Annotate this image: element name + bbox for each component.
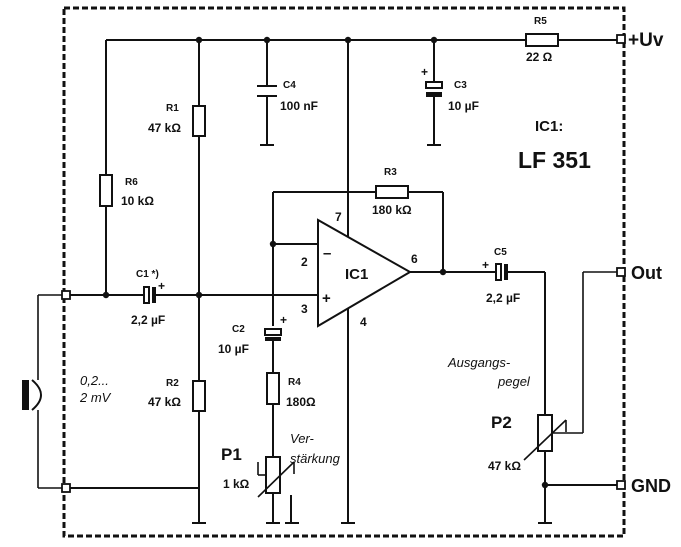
c5-name: C5 bbox=[494, 247, 507, 258]
resistor-r3 bbox=[375, 185, 409, 199]
pin-7-label: 7 bbox=[335, 210, 342, 224]
r4-name: R4 bbox=[288, 377, 301, 388]
resistor-r5 bbox=[525, 33, 559, 47]
c5-polarity: + bbox=[482, 258, 489, 272]
terminal-supply-label: +Uv bbox=[628, 30, 664, 51]
r1-value: 47 kΩ bbox=[148, 121, 181, 135]
capacitor-c3 bbox=[425, 81, 443, 97]
c1-name: C1 *) bbox=[136, 269, 159, 280]
opamp-minus-sign: – bbox=[323, 245, 331, 262]
terminal-markers bbox=[61, 34, 626, 493]
r2-value: 47 kΩ bbox=[148, 395, 181, 409]
resistor-r6 bbox=[99, 174, 113, 207]
resistor-r1 bbox=[192, 105, 206, 137]
resistor-r2 bbox=[192, 380, 206, 412]
pin-6-label: 6 bbox=[411, 252, 418, 266]
r1-name: R1 bbox=[166, 103, 179, 114]
p2-note-line2: pegel bbox=[497, 374, 531, 389]
terminal-out-label: Out bbox=[631, 263, 662, 283]
ground-symbols bbox=[192, 144, 552, 524]
c3-polarity: + bbox=[421, 65, 428, 79]
r2-name: R2 bbox=[166, 378, 179, 389]
p2-name: P2 bbox=[491, 413, 512, 432]
opamp-plus-sign: + bbox=[322, 290, 331, 307]
c2-name: C2 bbox=[232, 324, 245, 335]
mic-level-line2: 2 mV bbox=[79, 390, 112, 405]
mic-level-line1: 0,2... bbox=[80, 373, 109, 388]
p2-note-line1: Ausgangs- bbox=[447, 355, 511, 370]
capacitor-c2 bbox=[264, 328, 282, 341]
p1-note-line2: stärkung bbox=[290, 451, 341, 466]
p1-value: 1 kΩ bbox=[223, 477, 250, 491]
c1-value: 2,2 µF bbox=[131, 313, 165, 327]
r5-value: 22 Ω bbox=[526, 50, 553, 64]
potentiometer-p2 bbox=[523, 414, 567, 461]
terminal-gnd-label: GND bbox=[631, 476, 671, 496]
microphone-icon bbox=[22, 379, 42, 411]
ic-name-label: IC1: bbox=[535, 118, 563, 135]
opamp-symbol-label: IC1 bbox=[345, 266, 368, 283]
r5-name: R5 bbox=[534, 16, 547, 27]
c1-polarity: + bbox=[158, 279, 165, 293]
r6-value: 10 kΩ bbox=[121, 194, 154, 208]
r3-value: 180 kΩ bbox=[372, 203, 412, 217]
resistor-r4 bbox=[266, 372, 280, 405]
r6-name: R6 bbox=[125, 177, 138, 188]
pin-3-label: 3 bbox=[301, 302, 308, 316]
p1-name: P1 bbox=[221, 445, 242, 464]
c2-value: 10 µF bbox=[218, 342, 249, 356]
ic-type-label: LF 351 bbox=[518, 147, 591, 173]
r3-name: R3 bbox=[384, 167, 397, 178]
c2-polarity: + bbox=[280, 313, 287, 327]
p2-value: 47 kΩ bbox=[488, 459, 521, 473]
opamp-ic1 bbox=[317, 218, 413, 328]
p1-note-line1: Ver- bbox=[290, 431, 315, 446]
r4-value: 180Ω bbox=[286, 395, 316, 409]
pin-2-label: 2 bbox=[301, 255, 308, 269]
c4-name: C4 bbox=[283, 80, 296, 91]
potentiometer-p1 bbox=[257, 456, 295, 498]
capacitor-c1 bbox=[143, 286, 156, 304]
capacitor-c5 bbox=[495, 263, 508, 281]
c5-value: 2,2 µF bbox=[486, 291, 520, 305]
junction-dots bbox=[102, 36, 549, 489]
c3-name: C3 bbox=[454, 80, 467, 91]
capacitor-c4 bbox=[257, 85, 277, 97]
pin-4-label: 4 bbox=[360, 315, 367, 329]
c3-value: 10 µF bbox=[448, 99, 479, 113]
c4-value: 100 nF bbox=[280, 99, 318, 113]
